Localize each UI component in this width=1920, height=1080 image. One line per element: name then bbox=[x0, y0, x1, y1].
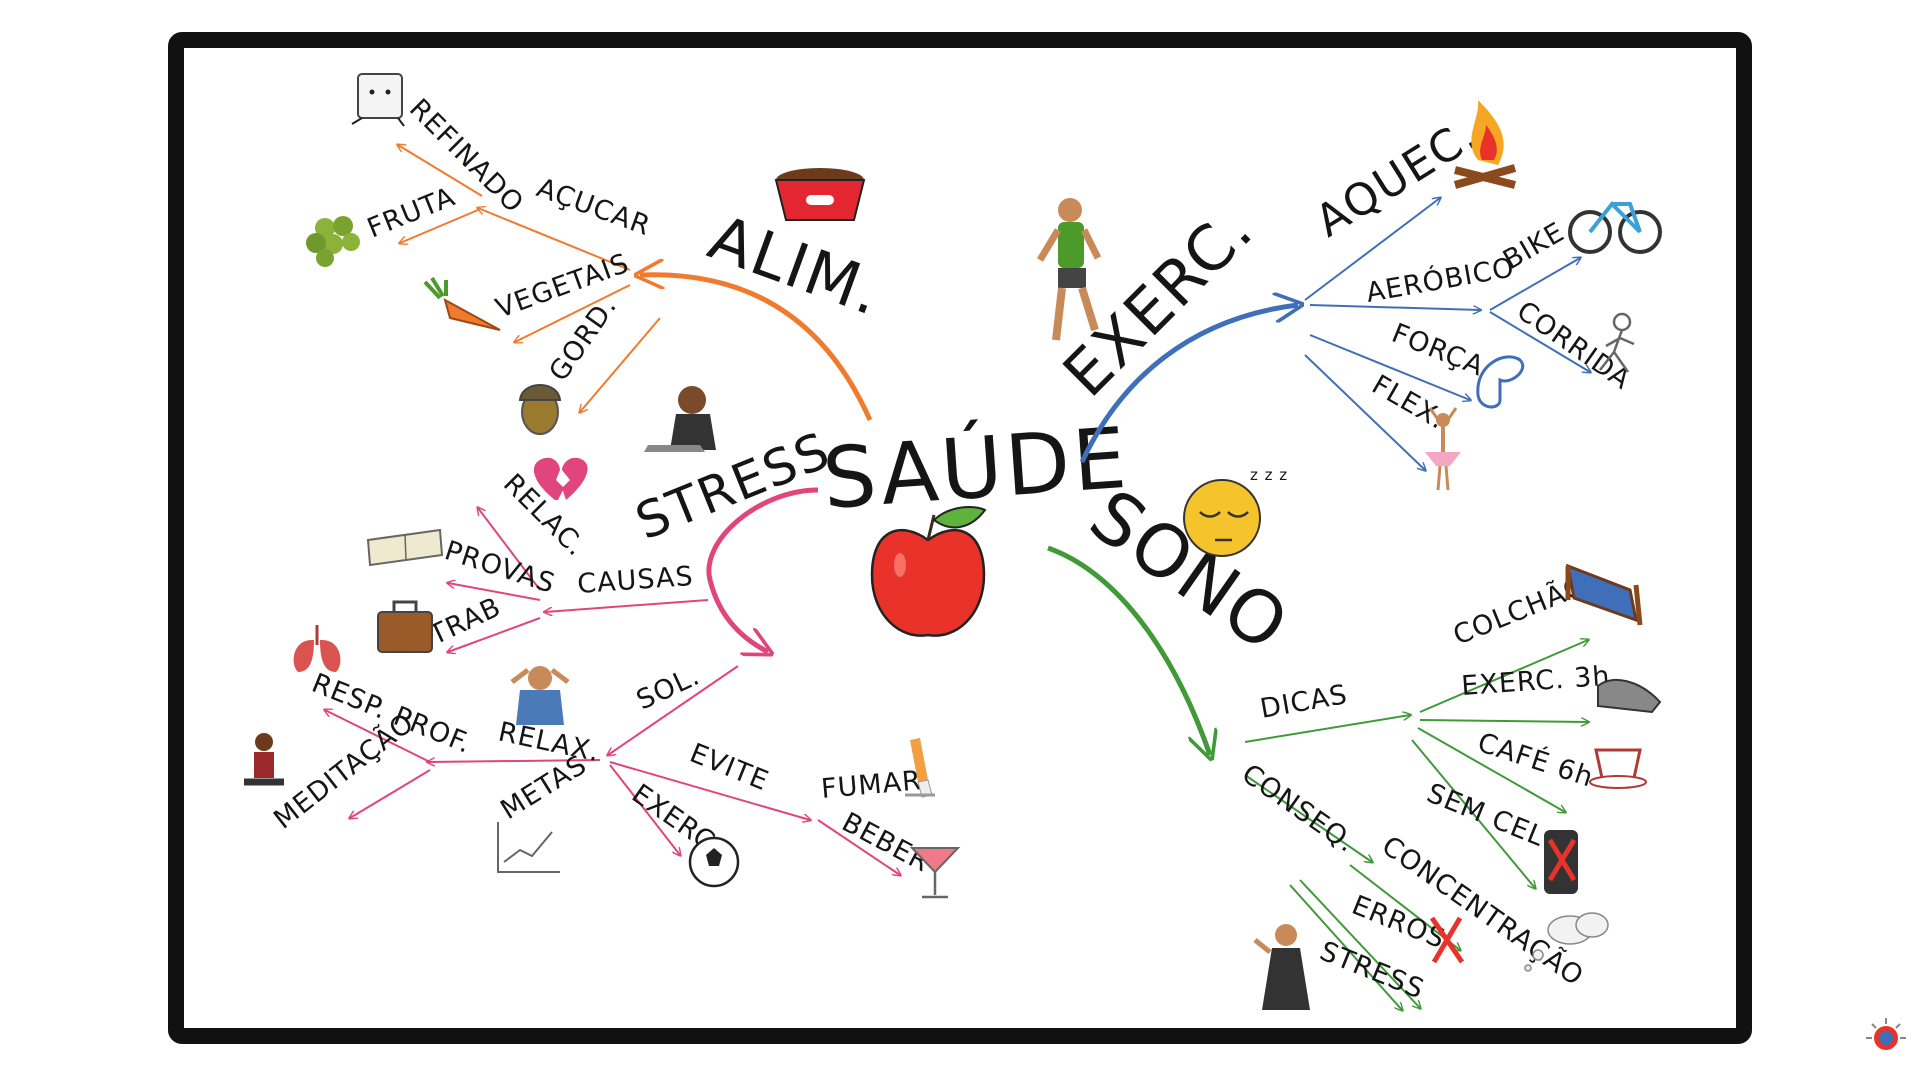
sono-main-arrow bbox=[1047, 545, 1210, 755]
notebook-icon bbox=[366, 528, 444, 567]
svg-text:z z z: z z z bbox=[1250, 466, 1288, 484]
sneakers-icon bbox=[1597, 678, 1662, 714]
coffee-cup-icon bbox=[1589, 748, 1647, 789]
briefcase-icon bbox=[377, 600, 433, 653]
exerc-main-arrow bbox=[1079, 305, 1298, 464]
sugar-cube-icon bbox=[351, 73, 405, 127]
runner-icon bbox=[1036, 198, 1102, 341]
broken-heart-icon bbox=[533, 457, 588, 500]
relaxing-man-icon bbox=[510, 666, 570, 725]
lungs-icon bbox=[293, 625, 341, 672]
cigarette-icon bbox=[905, 738, 935, 798]
stick-runner-icon bbox=[1599, 312, 1635, 373]
flexed-arm-icon bbox=[1476, 355, 1524, 409]
stressed-person-icon bbox=[644, 386, 716, 452]
soccer-ball-icon bbox=[688, 836, 740, 888]
sleeping-face-icon: z z z bbox=[1183, 466, 1288, 557]
campfire-icon bbox=[1453, 100, 1517, 189]
carrot-icon bbox=[423, 276, 501, 331]
alim-main-arrow bbox=[640, 275, 873, 422]
frustrated-woman-icon bbox=[1253, 924, 1310, 1010]
stress-main-arrow bbox=[706, 487, 819, 652]
ballerina-icon bbox=[1425, 407, 1461, 491]
crossed-phone-icon bbox=[1544, 830, 1578, 894]
grapes-icon bbox=[306, 216, 360, 267]
growth-chart-icon bbox=[497, 822, 560, 873]
red-x-icon bbox=[1429, 916, 1465, 964]
bicycle-icon bbox=[1568, 200, 1662, 254]
meditating-man-icon bbox=[244, 733, 284, 786]
apple-icon bbox=[870, 506, 987, 637]
lightbulb-logo-icon bbox=[1866, 1018, 1906, 1050]
dog-bowl-icon bbox=[774, 168, 866, 221]
acorn-icon bbox=[518, 384, 562, 435]
cocktail-icon bbox=[909, 847, 961, 899]
bed-icon bbox=[1565, 563, 1643, 626]
thought-cloud-icon bbox=[1524, 912, 1609, 972]
